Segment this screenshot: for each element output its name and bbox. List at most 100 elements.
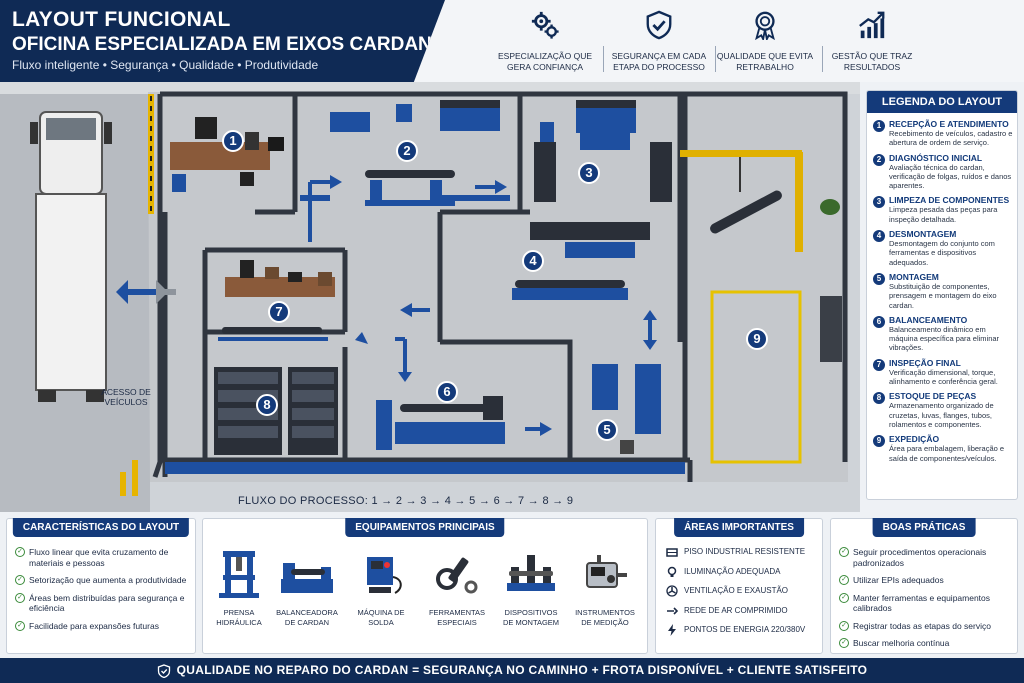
check-item: ✓ Utilizar EPIs adequados	[839, 575, 1011, 586]
zone-number-5: 5	[596, 419, 618, 441]
check-item: ✓ Áreas bem distribuídas para segurança e…	[15, 592, 189, 614]
hydraulic-press-icon	[219, 551, 259, 598]
legend-title: LEGENDA DO LAYOUT	[867, 91, 1017, 113]
legend-item-title: EXPEDIÇÃO	[889, 434, 940, 445]
area-item: PONTOS DE ENERGIA 220/380V	[666, 624, 805, 636]
legend-number: 9	[873, 435, 885, 448]
characteristics-title: CARACTERÍSTICAS DO LAYOUT	[12, 518, 190, 537]
check-item-text: Utilizar EPIs adequados	[853, 575, 944, 585]
check-item-text: Registrar todas as etapas do serviço	[853, 620, 991, 631]
legend-number: 4	[873, 230, 885, 243]
access-label: ACESSO DE VEÍCULOS	[101, 387, 151, 407]
area-label: REDE DE AR COMPRIMIDO	[684, 605, 788, 615]
check-icon: ✓	[839, 620, 849, 631]
check-item: ✓ Buscar melhoria contínua	[839, 638, 1011, 649]
highlight-label: Especialização que gera confiança	[498, 51, 592, 72]
check-item-text: Setorização que aumenta a produtividade	[29, 575, 187, 585]
check-item-text: Áreas bem distribuídas para segurança e …	[29, 592, 185, 614]
header: LAYOUT FUNCIONAL OFICINA ESPECIALIZADA E…	[0, 0, 1024, 82]
zone-number-9: 9	[746, 328, 768, 350]
equipment-item: MÁQUINA DE SOLDA	[349, 549, 413, 627]
practices-list: ✓Seguir procedimentos operacionais padro…	[839, 547, 1011, 656]
legend-number: 8	[873, 392, 885, 405]
check-item: ✓Seguir procedimentos operacionais padro…	[839, 547, 1011, 568]
equipment-panel: EQUIPAMENTOS PRINCIPAIS PRENSA HIDRÁULIC…	[202, 518, 648, 654]
zone-number-8: 8	[256, 394, 278, 416]
legend-number: 3	[873, 196, 885, 209]
area-item: ILUMINAÇÃO ADEQUADA	[666, 566, 805, 577]
highlight-quality: Qualidade que evita retrabalho	[715, 10, 815, 73]
highlight-label: Gestão que traz resultados	[831, 51, 913, 72]
check-icon: ✓	[15, 592, 25, 603]
divider	[822, 46, 823, 72]
diagnostic-shaft	[365, 170, 455, 206]
check-icon: ✓	[15, 575, 25, 585]
check-icon: ✓	[15, 547, 25, 557]
page-title: LAYOUT FUNCIONAL	[12, 8, 231, 31]
process-flow-label: FLUXO DO PROCESSO: 1 → 2 → 3 → 4 → 5 → 6…	[238, 495, 574, 507]
legend-item-desc: Limpeza pesada das peças para inspeção d…	[889, 205, 998, 224]
special-tools-icon	[436, 557, 478, 594]
footer-text: QUALIDADE NO REPARO DO CARDAN = SEGURANÇ…	[176, 663, 868, 677]
legend-item-title: DESMONTAGEM	[889, 229, 957, 240]
area-item: VENTILAÇÃO E EXAUSTÃO	[666, 585, 805, 597]
areas-panel: ÁREAS IMPORTANTES PISO INDUSTRIAL RESIST…	[655, 518, 823, 654]
check-item-text: Fluxo linear que evita cruzamento de mat…	[29, 547, 169, 568]
check-icon: ✓	[839, 638, 849, 648]
divider	[715, 46, 716, 72]
welding-machine-icon	[367, 557, 402, 594]
legend-item-title: RECEPÇÃO E ATENDIMENTO	[889, 119, 1009, 129]
legend-number: 7	[873, 358, 885, 371]
practices-panel: BOAS PRÁTICAS ✓Seguir procedimentos oper…	[830, 518, 1018, 654]
equipment-item: DISPOSITIVOS DE MONTAGEM	[499, 549, 563, 627]
check-icon: ✓	[839, 592, 849, 603]
highlight-safety: Segurança em cada etapa do processo	[609, 10, 709, 73]
check-item: ✓ Fluxo linear que evita cruzamento de ma…	[15, 547, 189, 568]
power-bolt-icon	[668, 624, 676, 636]
legend-item-title: INSPEÇÃO FINAL	[889, 357, 961, 368]
equipment-label: FERRAMENTAS ESPECIAIS	[428, 608, 486, 627]
area-label: VENTILAÇÃO E EXAUSTÃO	[684, 586, 789, 595]
legend-item-title: LIMPEZA DE COMPONENTES	[889, 195, 1010, 206]
check-item-text: Buscar melhoria contínua	[853, 638, 950, 648]
legend-item-title: ESTOQUE DE PEÇAS	[889, 391, 977, 402]
check-icon: ✓	[839, 575, 849, 585]
balancing-machine-icon	[281, 563, 333, 593]
zone-number-2: 2	[396, 140, 418, 162]
zone-number-4: 4	[522, 250, 544, 272]
area-item: PISO INDUSTRIAL RESISTENTE	[666, 547, 805, 557]
check-icon: ✓	[839, 547, 849, 557]
legend-item-desc: Verificação dimensional, torque, alinham…	[889, 367, 998, 387]
check-item: ✓ Registrar todas as etapas do serviço	[839, 620, 1011, 632]
legend-item-desc: Substituição de componentes, prensagem e…	[889, 281, 997, 310]
equipment-label: DISPOSITIVOS DE MONTAGEM	[502, 608, 560, 627]
legend-item-desc: Recebimento de veículos, cadastro e aber…	[889, 129, 1013, 148]
area-item: REDE DE AR COMPRIMIDO	[666, 606, 805, 616]
equipment-item: FERRAMENTAS ESPECIAIS	[425, 549, 489, 627]
legend-panel: LEGENDA DO LAYOUT 1 RECEPÇÃO E ATENDIMENT…	[866, 90, 1018, 500]
shield-check-icon	[646, 10, 672, 40]
legend-number: 5	[873, 272, 885, 285]
reception-desk	[170, 117, 284, 192]
title-band: LAYOUT FUNCIONAL OFICINA ESPECIALIZADA E…	[0, 0, 445, 82]
check-item-text: Manter ferramentas e equipamentos calibr…	[853, 592, 991, 614]
areas-list: PISO INDUSTRIAL RESISTENTE ILUMINAÇÃO AD…	[666, 547, 805, 645]
highlight-specialization: Especialização que gera confiança	[495, 10, 595, 73]
industrial-floor-icon	[666, 548, 678, 557]
legend-number: 1	[873, 120, 885, 132]
tagline: Fluxo inteligente • Segurança • Qualidad…	[12, 58, 319, 72]
area-label: PISO INDUSTRIAL RESISTENTE	[684, 547, 806, 556]
legend-item-title: DIAGNÓSTICO INICIAL	[889, 152, 983, 163]
legend-item-desc: Armazenamento organizado de cruzetas, lu…	[889, 401, 994, 429]
assembly-fixture-icon	[507, 555, 555, 591]
zone-number-7: 7	[268, 301, 290, 323]
equipment-label: MÁQUINA DE SOLDA	[357, 608, 405, 627]
equipment-label: INSTRUMENTOS DE MEDIÇÃO	[575, 608, 635, 627]
